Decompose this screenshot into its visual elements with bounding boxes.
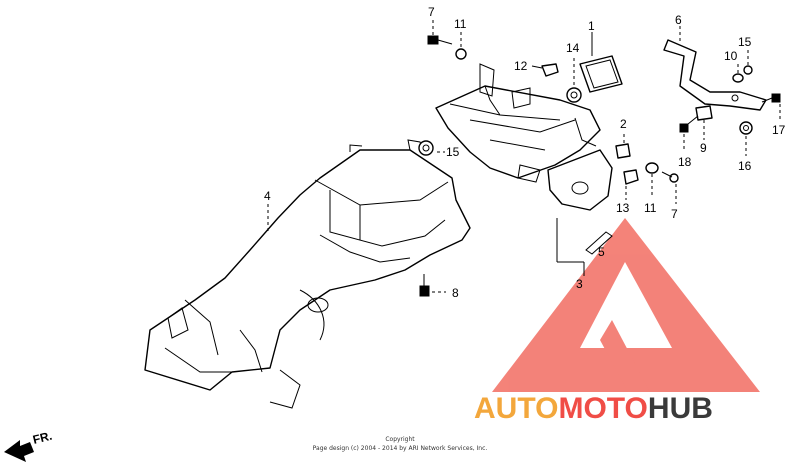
watermark-logo <box>492 218 760 392</box>
callout-11: 11 <box>644 201 657 215</box>
callout-15: 15 <box>738 35 752 49</box>
callout-18: 18 <box>678 155 692 169</box>
callout-15: 15 <box>446 145 460 159</box>
callout-3: 3 <box>576 277 583 291</box>
callout-8: 8 <box>452 286 459 300</box>
callout-1: 1 <box>588 19 595 33</box>
direction-label: FR. <box>31 429 53 447</box>
brand-auto: AUTO <box>474 392 558 425</box>
callout-11: 11 <box>454 17 467 31</box>
brand-hub: HUB <box>648 392 713 425</box>
stay-bracket-part <box>663 39 767 111</box>
callout-7: 7 <box>428 5 435 19</box>
callout-4: 4 <box>264 189 271 203</box>
svg-text:AUTOMOTOHUB: AUTOMOTOHUB <box>474 392 713 425</box>
copyright-line-2: Page design (c) 2004 - 2014 by ARI Netwo… <box>313 445 488 452</box>
brand-moto: MOTO <box>558 392 647 425</box>
rear-fender-part <box>144 139 471 409</box>
callout-2: 2 <box>620 117 627 131</box>
leader-lines <box>267 20 781 293</box>
front-direction-marker: FR. <box>4 429 53 462</box>
callout-13: 13 <box>616 201 630 215</box>
callout-9: 9 <box>700 141 707 155</box>
callout-labels: 7 11 1 6 15 14 10 12 17 2 15 18 9 16 4 1… <box>264 5 786 300</box>
lens-part <box>579 55 623 93</box>
callout-10: 10 <box>724 49 738 63</box>
callout-12: 12 <box>514 59 528 73</box>
callout-14: 14 <box>566 41 580 55</box>
bracket-assembly <box>435 63 613 211</box>
arrow-left-icon <box>4 440 34 462</box>
copyright-line-1: Copyright <box>385 436 415 443</box>
callout-16: 16 <box>738 159 752 173</box>
callout-7: 7 <box>671 207 678 221</box>
fasteners <box>418 35 781 297</box>
callout-5: 5 <box>598 245 605 259</box>
watermark-brand: AUTOMOTOHUB <box>474 392 713 425</box>
copyright-footer: Copyright Page design (c) 2004 - 2014 by… <box>313 436 488 452</box>
callout-6: 6 <box>675 13 682 27</box>
callout-17: 17 <box>772 123 786 137</box>
